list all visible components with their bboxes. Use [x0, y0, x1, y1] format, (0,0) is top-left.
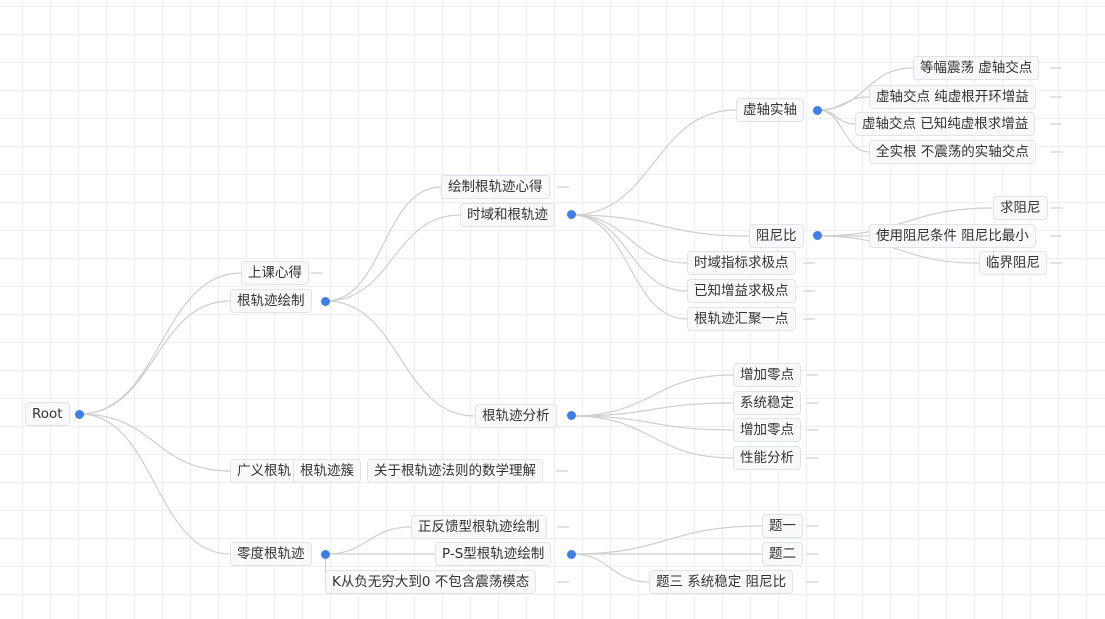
link-0 — [79, 300, 231, 415]
node-critical-damping[interactable]: 临界阻尼 — [979, 251, 1047, 275]
link-18 — [817, 235, 980, 264]
node-known-gain-poles[interactable]: 已知增益求极点 — [687, 279, 796, 303]
expand-dot-ps-type-drawing[interactable] — [567, 550, 576, 559]
node-add-zero-2[interactable]: 增加零点 — [733, 418, 801, 442]
node-root-locus-analysis[interactable]: 根轨迹分析 — [475, 404, 557, 428]
node-damping-condition[interactable]: 使用阻尼条件 阻尼比最小 — [869, 224, 1036, 248]
link-23 — [325, 526, 412, 555]
link-21 — [571, 415, 734, 431]
node-question-three[interactable]: 题三 系统稳定 阻尼比 — [649, 570, 794, 594]
node-find-damping[interactable]: 求阻尼 — [993, 196, 1048, 220]
node-time-domain-root-locus[interactable]: 时域和根轨迹 — [460, 203, 555, 227]
link-5 — [325, 186, 442, 302]
node-positive-feedback-drawing[interactable]: 正反馈型根轨迹绘制 — [411, 515, 547, 539]
link-7 — [571, 109, 737, 216]
link-3 — [79, 413, 231, 555]
node-imag-crossing-gain[interactable]: 虚轴交点 纯虚根开环增益 — [869, 85, 1036, 109]
node-imag-real-axis[interactable]: 虚轴实轴 — [736, 98, 804, 122]
link-4 — [325, 214, 461, 302]
link-15 — [817, 109, 870, 153]
root-node[interactable]: Root — [25, 402, 70, 426]
node-add-zero-1[interactable]: 增加零点 — [733, 363, 801, 387]
node-question-one[interactable]: 题一 — [762, 514, 803, 538]
expand-dot-time-domain-root-locus[interactable] — [567, 210, 576, 219]
expand-dot-zero-degree-root-locus[interactable] — [321, 550, 330, 559]
link-8 — [571, 214, 750, 237]
node-all-real-roots[interactable]: 全实根 不震荡的实轴交点 — [869, 140, 1036, 164]
link-13 — [817, 96, 870, 111]
link-20 — [571, 402, 734, 417]
node-damping-ratio[interactable]: 阻尼比 — [749, 224, 804, 248]
link-22 — [571, 415, 734, 459]
node-math-understanding[interactable]: 关于根轨迹法则的数学理解 — [367, 459, 543, 483]
node-system-stable[interactable]: 系统稳定 — [733, 391, 801, 415]
link-28 — [571, 553, 650, 583]
expand-dot-damping-ratio[interactable] — [813, 231, 822, 240]
node-time-spec-poles[interactable]: 时域指标求极点 — [687, 251, 796, 275]
link-17 — [817, 207, 994, 237]
node-equal-amplitude-oscillation[interactable]: 等幅震荡 虚轴交点 — [913, 56, 1040, 80]
node-imag-crossing-known-root[interactable]: 虚轴交点 已知纯虚根求增益 — [855, 112, 1036, 136]
node-drawing-notes[interactable]: 绘制根轨迹心得 — [441, 175, 550, 199]
node-generalized-root-locus[interactable]: 广义根轨 — [230, 459, 296, 483]
node-class-notes[interactable]: 上课心得 — [241, 261, 309, 285]
node-root-locus-drawing[interactable]: 根轨迹绘制 — [230, 289, 312, 313]
node-question-two[interactable]: 题二 — [762, 542, 803, 566]
node-root-locus-family[interactable]: 根轨迹簇 — [293, 459, 361, 483]
link-19 — [571, 374, 734, 417]
expand-dot-root-locus-drawing[interactable] — [321, 297, 330, 306]
link-14 — [817, 109, 856, 125]
link-10 — [571, 214, 688, 292]
node-k-negative-infinity[interactable]: K从负无穷大到0 不包含震荡模态 — [325, 570, 537, 594]
node-performance-analysis[interactable]: 性能分析 — [733, 446, 801, 470]
node-ps-type-drawing[interactable]: P-S型根轨迹绘制 — [435, 542, 552, 566]
link-1 — [79, 272, 242, 415]
link-9 — [571, 214, 688, 264]
node-zero-degree-root-locus[interactable]: 零度根轨迹 — [230, 542, 312, 566]
link-6 — [325, 300, 476, 417]
expand-dot-root[interactable] — [75, 410, 84, 419]
expand-dot-root-locus-analysis[interactable] — [567, 411, 576, 420]
link-11 — [571, 214, 688, 320]
link-2 — [79, 413, 231, 472]
expand-dot-imag-real-axis[interactable] — [813, 106, 822, 115]
link-26 — [571, 525, 763, 555]
node-locus-converge[interactable]: 根轨迹汇聚一点 — [687, 307, 796, 331]
